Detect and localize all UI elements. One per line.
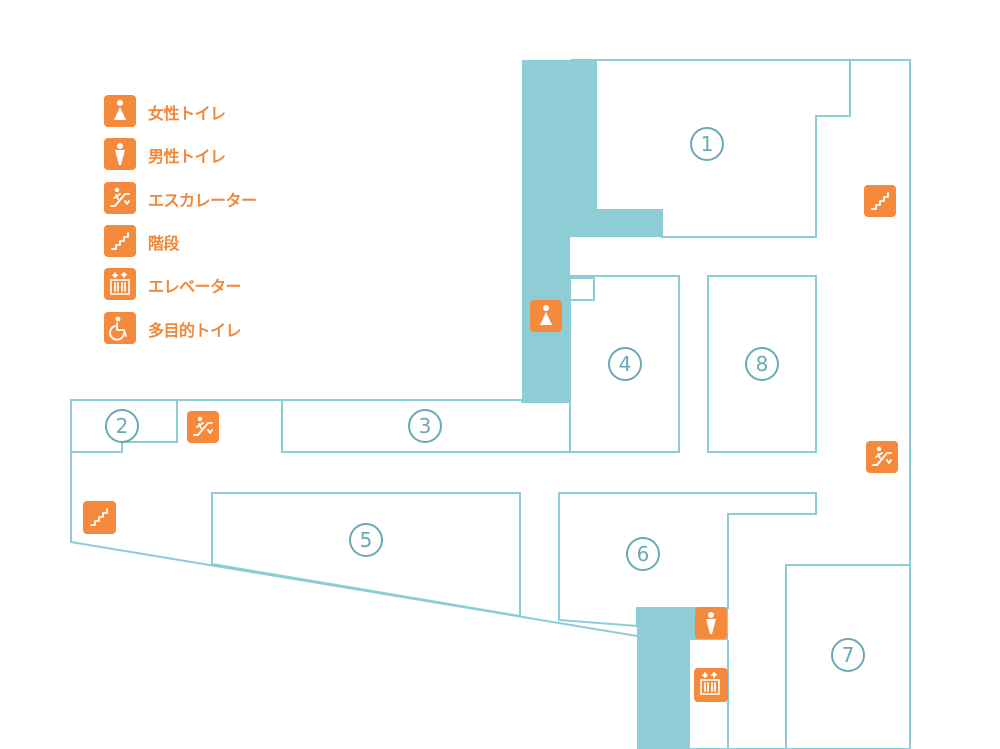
stairs-icon[interactable]: [83, 501, 116, 534]
legend-label: 多目的トイレ: [148, 321, 242, 340]
shop-number-label: 4: [619, 352, 632, 376]
shop-number-7[interactable]: 7: [831, 638, 865, 672]
toilet-partition: [523, 277, 595, 357]
stairs-icon: [104, 225, 136, 257]
shop-number-6[interactable]: 6: [626, 537, 660, 571]
shop-number-3[interactable]: 3: [408, 409, 442, 443]
shop-7-outline: [785, 564, 911, 749]
elevator-icon: [104, 268, 136, 300]
stairs-icon[interactable]: [864, 185, 896, 217]
shop-number-5[interactable]: 5: [349, 523, 383, 557]
shop-1-outline: [595, 59, 851, 238]
shop-8-outline: [707, 275, 817, 453]
shop-5-outline: [211, 492, 521, 618]
legend-label: 女性トイレ: [148, 104, 226, 123]
legend-item-stairs: 階段: [104, 225, 304, 257]
legend-item-elevator: エレベーター: [104, 268, 304, 300]
toilet-block-male: [637, 608, 695, 638]
shop-6-outline: [558, 492, 817, 628]
legend-item-female-toilet: 女性トイレ: [104, 95, 304, 127]
shop-number-label: 2: [116, 414, 129, 438]
shop-number-1[interactable]: 1: [690, 127, 724, 161]
escalator-icon[interactable]: [187, 411, 219, 443]
legend-item-accessible-toilet: 多目的トイレ: [104, 312, 304, 344]
elevator-icon[interactable]: [694, 668, 728, 702]
shop-number-label: 8: [756, 352, 769, 376]
outer-wall-left: [70, 400, 638, 637]
legend-label: 階段: [148, 234, 180, 253]
legend-label: エレベーター: [148, 277, 242, 296]
female-toilet-icon: [104, 95, 136, 127]
male-toilet-icon: [104, 138, 136, 170]
shop-number-label: 3: [419, 414, 432, 438]
toilet-block-female: [522, 275, 570, 402]
service-core-upper: [522, 60, 662, 275]
escalator-icon[interactable]: [866, 441, 898, 473]
legend-item-escalator: エスカレーター: [104, 182, 304, 214]
shop-number-8[interactable]: 8: [745, 347, 779, 381]
shop-number-4[interactable]: 4: [608, 347, 642, 381]
shop-number-label: 5: [360, 528, 373, 552]
service-core-lower: [637, 608, 728, 749]
male-toilet-icon[interactable]: [695, 607, 727, 639]
escalator-icon: [104, 182, 136, 214]
accessible-toilet-icon: [104, 312, 136, 344]
legend-label: エスカレーター: [148, 191, 257, 210]
female-toilet-icon[interactable]: [530, 300, 562, 332]
outer-wall: [570, 59, 911, 749]
shop-number-label: 7: [842, 643, 855, 667]
shop-4-outline: [569, 275, 680, 453]
legend-label: 男性トイレ: [148, 147, 226, 166]
shop-number-label: 1: [701, 132, 714, 156]
shop-number-2[interactable]: 2: [105, 409, 139, 443]
legend-item-male-toilet: 男性トイレ: [104, 138, 304, 170]
shop-number-label: 6: [637, 542, 650, 566]
